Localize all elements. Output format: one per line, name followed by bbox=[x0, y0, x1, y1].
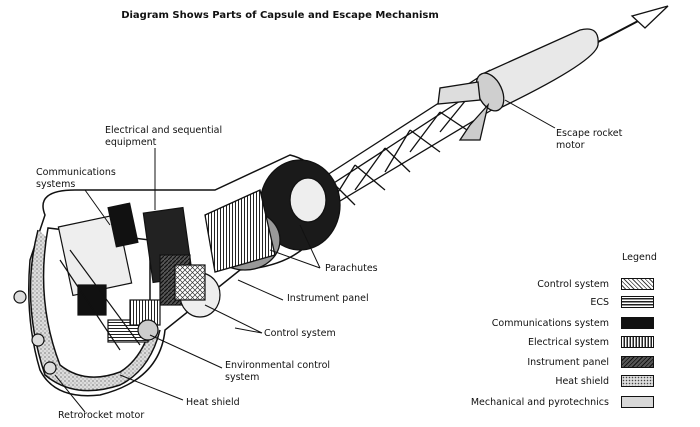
legend-swatch-mechanical bbox=[621, 396, 654, 408]
legend-swatch-communications bbox=[621, 317, 654, 329]
retrorocket-motor bbox=[13, 290, 57, 375]
legend-swatch-control bbox=[621, 278, 654, 290]
legend-swatch-ecs bbox=[621, 296, 654, 308]
legend-label: Heat shield bbox=[555, 375, 609, 387]
callout-instrument-panel: Instrument panel bbox=[287, 293, 369, 304]
callout-control-system: Control system bbox=[264, 328, 336, 339]
legend-swatch-instrument bbox=[621, 356, 654, 368]
legend-label: Mechanical and pyrotechnics bbox=[470, 396, 609, 408]
legend-label: Control system bbox=[537, 278, 609, 290]
legend-swatch-heat-shield bbox=[621, 375, 654, 387]
diagram-title: Diagram Shows Parts of Capsule and Escap… bbox=[121, 10, 439, 21]
legend-label: Instrument panel bbox=[527, 356, 609, 368]
legend-label: ECS bbox=[590, 296, 609, 308]
legend-item: Control system bbox=[537, 277, 615, 291]
callout-retrorocket: Retrorocket motor bbox=[58, 410, 145, 421]
callout-environmental: Environmental control system bbox=[225, 360, 331, 383]
callout-escape-motor: Escape rocket motor bbox=[556, 128, 623, 151]
escape-rocket-motor bbox=[437, 5, 669, 141]
legend-item: Electrical system bbox=[528, 335, 615, 349]
interior-equipment bbox=[57, 202, 221, 351]
legend-swatch-electrical bbox=[621, 336, 654, 348]
legend-label: Electrical system bbox=[527, 336, 609, 348]
legend-item: Communications system bbox=[492, 316, 615, 330]
legend-item: Mechanical and pyrotechnics bbox=[471, 395, 615, 409]
legend-title: Legend bbox=[622, 252, 657, 263]
legend-item: Heat shield bbox=[555, 374, 615, 388]
callout-heat-shield: Heat shield bbox=[186, 397, 240, 408]
leader-lines bbox=[54, 99, 556, 413]
legend-label: Communications system bbox=[491, 317, 609, 329]
callout-electrical: Electrical and sequential equipment bbox=[105, 125, 223, 148]
parachute-canister bbox=[204, 159, 341, 273]
legend-item: ECS bbox=[590, 295, 615, 309]
legend-item: Instrument panel bbox=[527, 355, 615, 369]
callout-parachutes: Parachutes bbox=[325, 263, 378, 274]
callout-communications: Communications systems bbox=[36, 167, 116, 190]
